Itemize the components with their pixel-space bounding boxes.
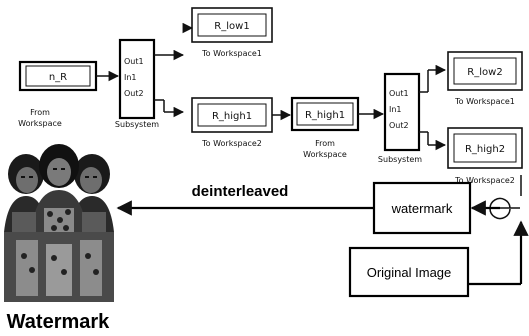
- subsystem-1-out1: Out1: [124, 57, 144, 66]
- to-workspace-4-caption: To Workspace2: [454, 176, 515, 185]
- from-workspace-1-label: n_R: [49, 72, 67, 83]
- to-workspace-block-1: R_low1 To Workspace1: [191, 7, 273, 58]
- watermark-caption: Watermark: [7, 311, 111, 333]
- to-workspace-block-2: R_high1 To Workspace2: [191, 97, 273, 148]
- from-workspace-1-caption-line1: From: [30, 108, 50, 117]
- subsystem-2-out2: Out2: [389, 121, 409, 130]
- to-workspace-3-label: R_low2: [467, 67, 502, 78]
- deinterleaved-label: deinterleaved: [192, 183, 289, 200]
- original-image-block-label: Original Image: [367, 265, 452, 280]
- watermark-image: [4, 144, 114, 302]
- to-workspace-3-caption: To Workspace1: [454, 97, 515, 106]
- to-workspace-4-label: R_high2: [465, 144, 505, 155]
- to-workspace-1-caption: To Workspace1: [201, 49, 262, 58]
- subsystem-2-caption: Subsystem: [378, 155, 422, 164]
- from-workspace-2-caption-line2: Workspace: [303, 150, 347, 159]
- from-workspace-block-1: n_R From Workspace: [18, 60, 98, 128]
- subsystem-1-caption: Subsystem: [115, 120, 159, 129]
- to-workspace-block-4: R_high2 To Workspace2: [447, 127, 523, 185]
- to-workspace-2-label: R_high1: [212, 111, 252, 122]
- from-workspace-2-caption-line1: From: [315, 139, 335, 148]
- to-workspace-block-3: R_low2 To Workspace1: [447, 51, 523, 106]
- original-image-block: Original Image: [348, 246, 470, 298]
- watermark-block: watermark: [372, 181, 472, 235]
- to-workspace-2-caption: To Workspace2: [201, 139, 262, 148]
- subsystem-block-2: Out1 In1 Out2 Subsystem: [378, 72, 422, 164]
- from-workspace-block-2: R_high1 From Workspace: [290, 96, 360, 159]
- watermark-block-label: watermark: [391, 201, 453, 216]
- subsystem-1-in1: In1: [124, 73, 137, 82]
- to-workspace-1-label: R_low1: [214, 21, 249, 32]
- subsystem-2-out1: Out1: [389, 89, 409, 98]
- from-workspace-2-label: R_high1: [305, 110, 345, 121]
- subsystem-2-in1: In1: [389, 105, 402, 114]
- from-workspace-1-caption-line2: Workspace: [18, 119, 62, 128]
- subsystem-1-out2: Out2: [124, 89, 144, 98]
- subsystem-block-1: Out1 In1 Out2 Subsystem: [115, 38, 159, 129]
